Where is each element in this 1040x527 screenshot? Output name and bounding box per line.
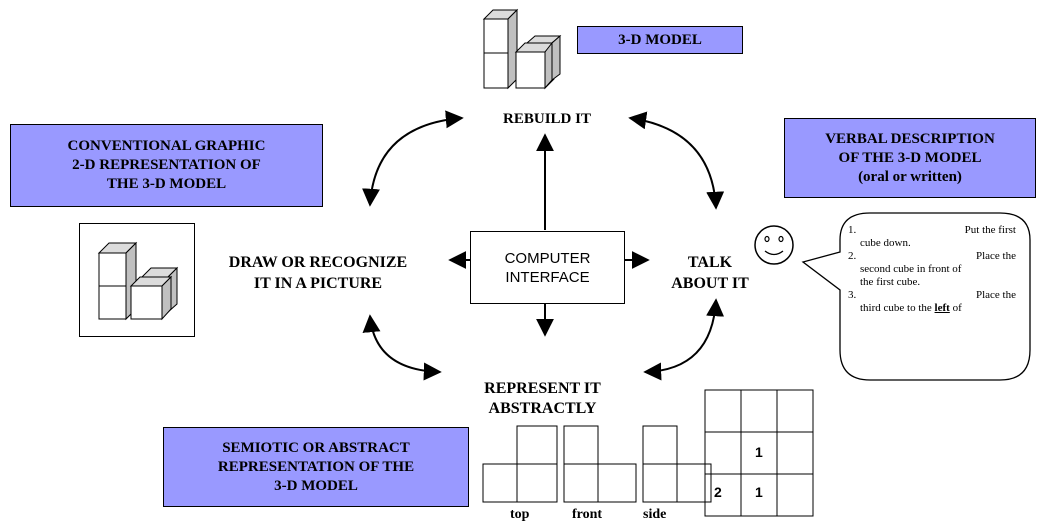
bubble-item-3-line1: Place the	[975, 289, 1016, 301]
cube-stack-icon	[482, 8, 562, 90]
bubble-item-2: 2. Place the second cube in front of the…	[848, 250, 1020, 289]
bubble-item-3-post: of	[949, 302, 962, 314]
curved-arrow-top-left	[362, 110, 464, 207]
node-represent: REPRESENT IT ABSTRACTLY	[455, 379, 630, 419]
label-top: top	[510, 507, 530, 522]
bubble-item-1-num: 1.	[848, 224, 857, 236]
node-draw-line2: IT IN A PICTURE	[253, 275, 383, 292]
bubble-item-3: 3. Place the third cube to the left of	[848, 289, 1020, 315]
bubble-item-3-line2: third cube to the left of	[860, 302, 962, 315]
node-represent-line2: ABSTRACTLY	[488, 400, 597, 417]
node-talk-line1: TALK	[687, 254, 733, 271]
bubble-item-2-line3: the first cube.	[860, 276, 921, 288]
computer-interface-box: COMPUTER INTERFACE	[470, 231, 625, 304]
callout-verbal-line2: OF THE 3-D MODEL	[838, 149, 982, 166]
curved-arrow-bottom-right	[643, 298, 725, 381]
callout-semiotic-line3: 3-D MODEL	[274, 477, 358, 494]
callout-verbal-line1: VERBAL DESCRIPTION	[825, 130, 995, 147]
node-draw: DRAW OR RECOGNIZE IT IN A PICTURE	[200, 252, 436, 294]
grid-cell-bottom-left: 2	[714, 484, 722, 500]
speech-bubble-text: 1. Put the first cube down. 2. Place the…	[848, 224, 1020, 315]
bubble-item-2-line2: second cube in front of	[860, 263, 962, 275]
callout-graphic-line3: THE 3-D MODEL	[106, 176, 227, 192]
picture-frame	[79, 223, 195, 337]
bubble-item-3-emph: left	[934, 302, 950, 314]
center-line2: INTERFACE	[505, 268, 590, 286]
curved-arrow-bottom-left	[362, 314, 442, 381]
center-line1: COMPUTER	[504, 249, 591, 267]
view-side	[642, 425, 712, 503]
node-talk-line2: ABOUT IT	[671, 275, 749, 292]
bubble-item-1: 1. Put the first cube down.	[848, 224, 1020, 250]
smiley-face-icon	[754, 225, 794, 265]
height-grid	[704, 389, 814, 517]
label-side: side	[643, 507, 667, 522]
bubble-item-1-line1: Put the first	[964, 224, 1016, 236]
node-represent-line1: REPRESENT IT	[484, 380, 601, 397]
grid-cell-middle: 1	[755, 444, 763, 460]
callout-3d-model: 3-D MODEL	[577, 26, 743, 54]
callout-semiotic-line1: SEMIOTIC OR ABSTRACT	[222, 439, 410, 456]
callout-verbal-description: VERBAL DESCRIPTION OF THE 3-D MODEL (ora…	[784, 118, 1036, 198]
callout-verbal-line3: (oral or written)	[858, 168, 962, 185]
callout-3d-model-text: 3-D MODEL	[618, 31, 702, 48]
view-top	[482, 425, 558, 503]
curved-arrow-top-right	[628, 111, 725, 210]
callout-semiotic: SEMIOTIC OR ABSTRACT REPRESENTATION OF T…	[163, 427, 469, 507]
bubble-item-1-line2: cube down.	[860, 237, 911, 249]
label-front: front	[572, 507, 603, 522]
callout-graphic-line1: CONVENTIONAL GRAPHIC	[67, 138, 266, 154]
speech-bubble	[801, 212, 1031, 381]
node-rebuild: REBUILD IT	[503, 111, 591, 127]
callout-graphic-line2: 2-D REPRESENTATION OF	[72, 157, 261, 173]
node-draw-line1: DRAW OR RECOGNIZE	[228, 254, 408, 271]
grid-cell-bottom-middle: 1	[755, 484, 763, 500]
bubble-item-3-pre: third cube to the	[860, 302, 935, 314]
node-talk: TALK ABOUT IT	[655, 252, 765, 294]
bubble-item-2-line1: Place the	[975, 250, 1016, 262]
bubble-item-2-num: 2.	[848, 250, 857, 262]
view-front	[563, 425, 637, 503]
callout-semiotic-line2: REPRESENTATION OF THE	[217, 458, 415, 475]
bubble-item-3-num: 3.	[848, 289, 857, 301]
callout-conventional-graphic: CONVENTIONAL GRAPHIC 2-D REPRESENTATION …	[10, 124, 323, 207]
